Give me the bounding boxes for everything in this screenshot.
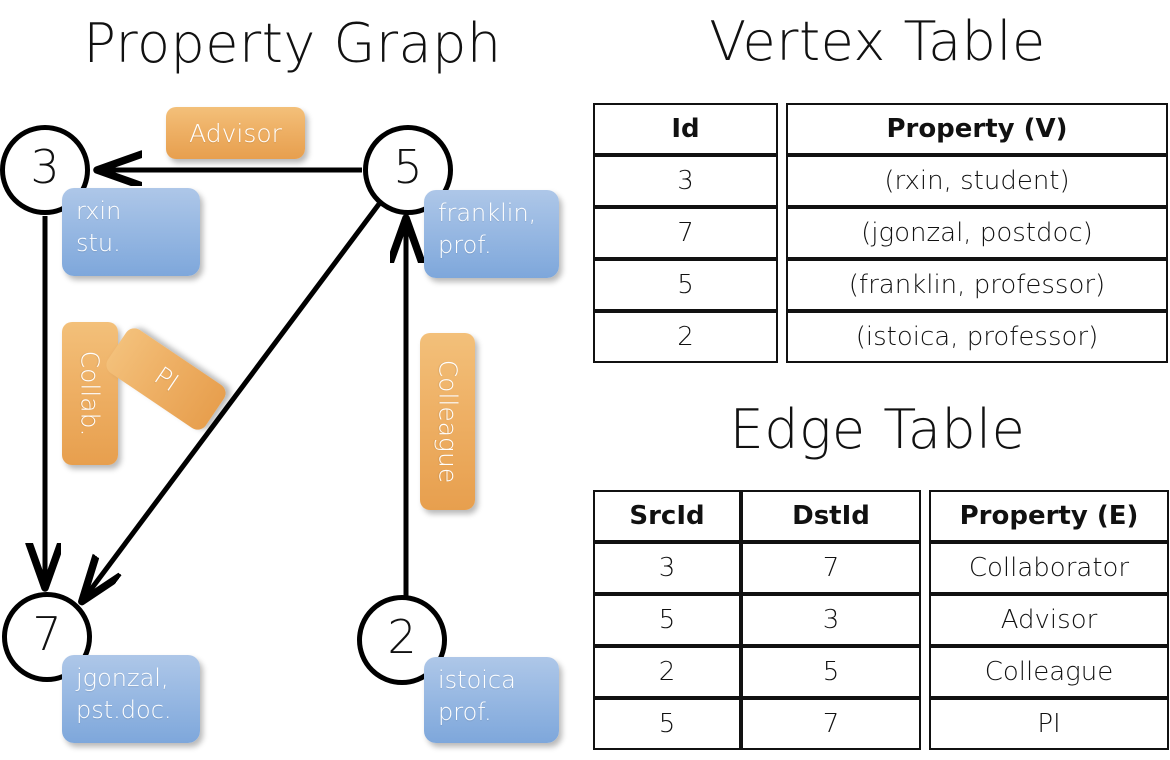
edge-label-colleague-text: Colleague: [433, 359, 463, 484]
vertex-table-gutter: [778, 155, 786, 207]
edge-table-cell-property: Advisor: [929, 594, 1169, 646]
edge-table-header-srcid: SrcId: [593, 490, 741, 542]
table-row[interactable]: 2 (istoica, professor): [593, 311, 1168, 363]
property-graph-diagram: 3 5 7 2 rxin stu. franklin, prof. jgonza…: [0, 0, 585, 760]
vertex-table-gutter: [778, 311, 786, 363]
edge-table-header-dstid: DstId: [741, 490, 921, 542]
vertex-3-property-line-1: rxin: [76, 197, 122, 225]
vertex-3-property-box: rxin stu.: [62, 188, 200, 276]
vertex-7-property-line-1: jgonzal,: [76, 664, 169, 692]
edge-table-cell-srcid: 3: [593, 542, 741, 594]
table-row[interactable]: 5 (franklin, professor): [593, 259, 1168, 311]
edge-table-gutter: [921, 646, 929, 698]
page-title-property-graph: Property Graph: [83, 12, 502, 75]
vertex-7-id: 7: [32, 607, 62, 661]
vertex-table: Id Property (V) 3 (rxin, student) 7 (jgo…: [593, 103, 1168, 363]
edge-table-header-property: Property (E): [929, 490, 1169, 542]
page-title-edge-table: Edge Table: [729, 398, 1026, 461]
table-row[interactable]: 2 5 Colleague: [593, 646, 1169, 698]
vertex-table-cell-id: 2: [593, 311, 778, 363]
edge-table-cell-srcid: 5: [593, 594, 741, 646]
vertex-table-header-property: Property (V): [786, 103, 1168, 155]
edge-label-collab-text: Collab.: [75, 350, 105, 437]
page-title-vertex-table: Vertex Table: [709, 10, 1046, 73]
vertex-7-property-line-2: pst.doc.: [76, 695, 172, 724]
edge-table-cell-property: Collaborator: [929, 542, 1169, 594]
table-row[interactable]: 7 (jgonzal, postdoc): [593, 207, 1168, 259]
table-row[interactable]: 5 7 PI: [593, 698, 1169, 750]
vertex-table-header-id: Id: [593, 103, 778, 155]
vertex-table-cell-property: (istoica, professor): [786, 311, 1168, 363]
vertex-5-node[interactable]: 5: [363, 125, 453, 215]
edge-label-colleague: Colleague: [420, 333, 475, 510]
vertex-2-property-box: istoica prof.: [424, 657, 559, 743]
edge-table-cell-srcid: 5: [593, 698, 741, 750]
vertex-5-id: 5: [393, 140, 423, 194]
vertex-5-property-line-2: prof.: [438, 230, 492, 259]
vertex-7-property-box: jgonzal, pst.doc.: [62, 655, 200, 743]
vertex-2-property-line-2: prof.: [438, 697, 492, 726]
vertex-table-gutter: [778, 259, 786, 311]
vertex-table-header-row: Id Property (V): [593, 103, 1168, 155]
edge-table-cell-dstid: 5: [741, 646, 921, 698]
edge-table-cell-property: Colleague: [929, 646, 1169, 698]
edge-table-header-row: SrcId DstId Property (E): [593, 490, 1169, 542]
edge-table-cell-srcid: 2: [593, 646, 741, 698]
edge-table-gutter: [921, 594, 929, 646]
vertex-table-cell-id: 3: [593, 155, 778, 207]
table-row[interactable]: 3 7 Collaborator: [593, 542, 1169, 594]
vertex-table-cell-property: (jgonzal, postdoc): [786, 207, 1168, 259]
table-row[interactable]: 3 (rxin, student): [593, 155, 1168, 207]
vertex-table-cell-id: 5: [593, 259, 778, 311]
edge-table-gutter: [921, 698, 929, 750]
edge-label-collab: Collab.: [62, 322, 118, 465]
edge-table-gutter: [921, 542, 929, 594]
vertex-2-node[interactable]: 2: [357, 595, 447, 685]
edge-table-cell-property: PI: [929, 698, 1169, 750]
edge-5-to-7: [83, 202, 382, 600]
edge-table-gutter: [921, 490, 929, 542]
vertex-2-id: 2: [387, 610, 417, 664]
vertex-3-property-line-2: stu.: [76, 228, 121, 257]
vertex-3-id: 3: [30, 140, 60, 194]
vertex-5-property-line-1: franklin,: [438, 199, 537, 227]
table-row[interactable]: 5 3 Advisor: [593, 594, 1169, 646]
vertex-table-cell-id: 7: [593, 207, 778, 259]
vertex-5-property-box: franklin, prof.: [424, 190, 559, 278]
graph-edges-layer: [0, 0, 585, 760]
edge-table-cell-dstid: 7: [741, 542, 921, 594]
edge-label-advisor-text: Advisor: [189, 118, 282, 148]
vertex-table-cell-property: (rxin, student): [786, 155, 1168, 207]
edge-label-advisor: Advisor: [166, 107, 305, 159]
edge-table: SrcId DstId Property (E) 3 7 Collaborato…: [593, 490, 1169, 750]
vertex-2-property-line-1: istoica: [438, 666, 516, 694]
vertex-table-gutter: [778, 103, 786, 155]
vertex-table-gutter: [778, 207, 786, 259]
edge-table-cell-dstid: 3: [741, 594, 921, 646]
edge-table-cell-dstid: 7: [741, 698, 921, 750]
edge-label-pi-text: PI: [148, 360, 184, 398]
vertex-table-cell-property: (franklin, professor): [786, 259, 1168, 311]
